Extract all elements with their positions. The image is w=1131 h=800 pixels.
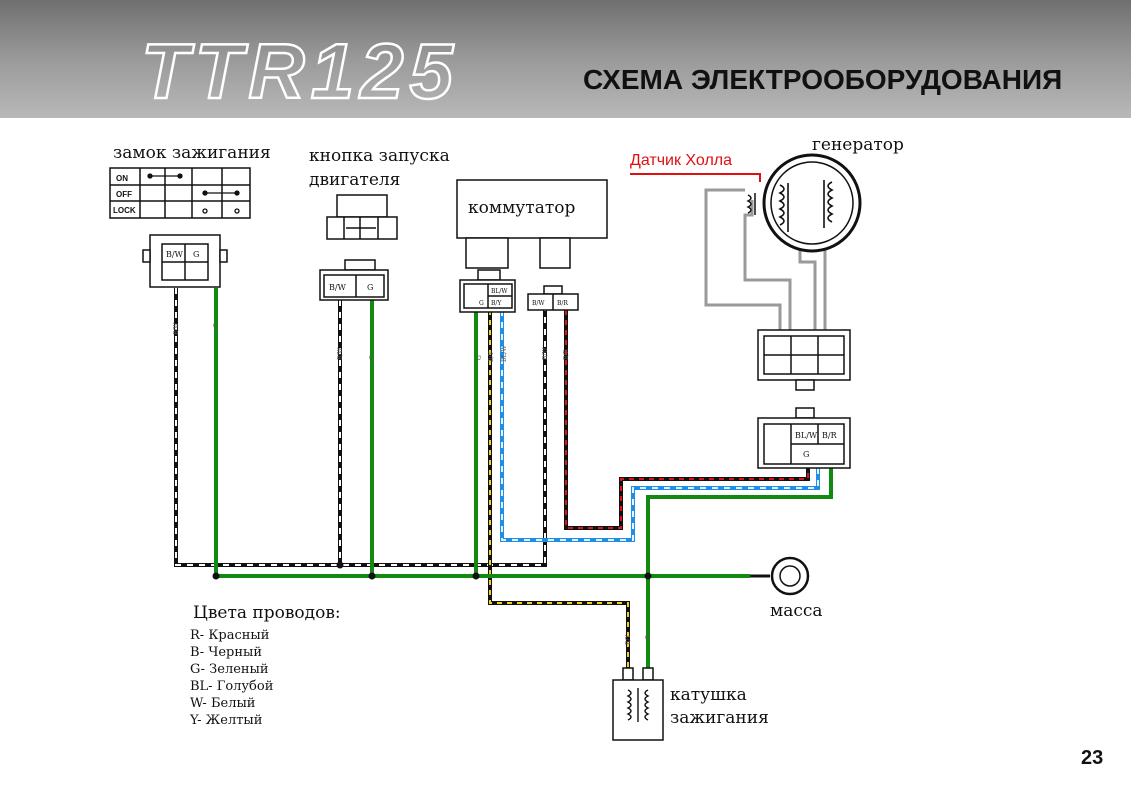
wire-code-button-g: G (369, 355, 376, 360)
hall-sensor-leader (630, 173, 761, 182)
wire-com-by (488, 310, 630, 678)
start-button-body (326, 194, 398, 240)
gen-pin-br: B/R (822, 431, 838, 440)
wire-color-legend: Цвета проводов: R- Красный B- Черный G- … (189, 603, 341, 728)
commutator-label: коммутатор (468, 198, 575, 218)
wire-com-br (564, 310, 810, 530)
wire-switch-bw (174, 288, 547, 567)
ignition-switch-label: замок зажигания (113, 143, 271, 163)
wire-code-switch-bw: B/W (173, 322, 180, 335)
wires (174, 188, 833, 678)
com-pin-bw: B/W (532, 300, 545, 307)
com-pin-by: B/Y (491, 300, 502, 307)
start-button-connector (319, 259, 389, 301)
ground-terminal: масса (750, 556, 823, 621)
wire-code-com-by: B/Y (488, 351, 495, 362)
ground-label: масса (770, 601, 823, 621)
switch-contacts (147, 173, 240, 214)
wire-code-coil-by: B/Y (625, 634, 632, 645)
gen-pin-blw: BL/W (795, 431, 818, 440)
wire-code-com-bw: B/W (542, 347, 549, 360)
legend-item-red: R- Красный (190, 628, 269, 643)
wire-code-com-g: G (476, 355, 483, 360)
button-pin-bw: B/W (329, 283, 347, 292)
generator-label: генератор (812, 135, 904, 155)
switch-row-on: ON (116, 174, 128, 183)
start-button-label-line1: кнопка запуска (309, 146, 450, 166)
switch-row-lock: LOCK (113, 206, 136, 215)
ignition-switch: замок зажигания ON OFF LOCK B/W G (109, 143, 271, 335)
legend-title: Цвета проводов: (193, 603, 341, 623)
button-pin-g: G (367, 283, 373, 292)
switch-pin-g: G (193, 250, 199, 259)
legend-item-black: B- Черный (190, 645, 262, 660)
commutator-connector-a (459, 269, 516, 313)
ignition-coil-winding-icon (626, 688, 650, 722)
switch-row-off: OFF (116, 190, 132, 199)
model-logo: TTR125 (141, 27, 459, 115)
commutator-component: коммутатор BL/W G B/Y B/W B/R G B/Y BL/W… (456, 179, 608, 362)
ignition-switch-connector (142, 234, 228, 288)
switch-pin-bw: B/W (166, 250, 184, 259)
page-number: 23 (1081, 747, 1103, 769)
coil-label-line1: катушка (670, 685, 747, 705)
start-button-label-line2: двигателя (309, 170, 400, 190)
gen-pin-g: G (803, 450, 809, 459)
hall-sensor-coil (746, 193, 756, 215)
start-button-component: кнопка запуска двигателя B/W G B/W G (309, 146, 450, 360)
commutator-body (456, 179, 608, 269)
wire-code-switch-g: G (213, 323, 220, 328)
hall-sensor-label: Датчик Холла (630, 152, 732, 169)
commutator-connector-b (527, 285, 579, 311)
ignition-coil-component: B/Y G катушка зажигания (612, 634, 769, 741)
wire-code-com-br: B/R (563, 349, 570, 360)
generator-coils (778, 180, 834, 232)
com-pin-g: G (479, 300, 484, 307)
wire-generator-harness (704, 188, 827, 330)
wire-code-coil-g: G (645, 635, 652, 640)
generator-connector-lower (757, 407, 851, 469)
legend-item-blue: BL- Голубой (190, 679, 273, 694)
header-band (0, 0, 1131, 118)
legend-item-green: G- Зеленый (190, 662, 269, 677)
legend-item-yellow: Y- Желтый (189, 713, 262, 728)
wire-junctions (212, 561, 652, 580)
generator-housing (762, 153, 862, 253)
generator-connector-upper (757, 329, 851, 391)
wire-code-com-blw: BL/W (501, 345, 508, 362)
com-pin-blw: BL/W (491, 288, 508, 295)
legend-item-white: W- Белый (190, 696, 255, 711)
wire-com-blw (500, 310, 820, 542)
wire-code-button-bw: B/W (337, 347, 344, 360)
coil-label-line2: зажигания (670, 708, 769, 728)
generator-component: генератор Датчик Холла (630, 135, 904, 469)
page-title: СХЕМА ЭЛЕКТРООБОРУДОВАНИЯ (583, 64, 1062, 95)
com-pin-br: B/R (557, 300, 568, 307)
